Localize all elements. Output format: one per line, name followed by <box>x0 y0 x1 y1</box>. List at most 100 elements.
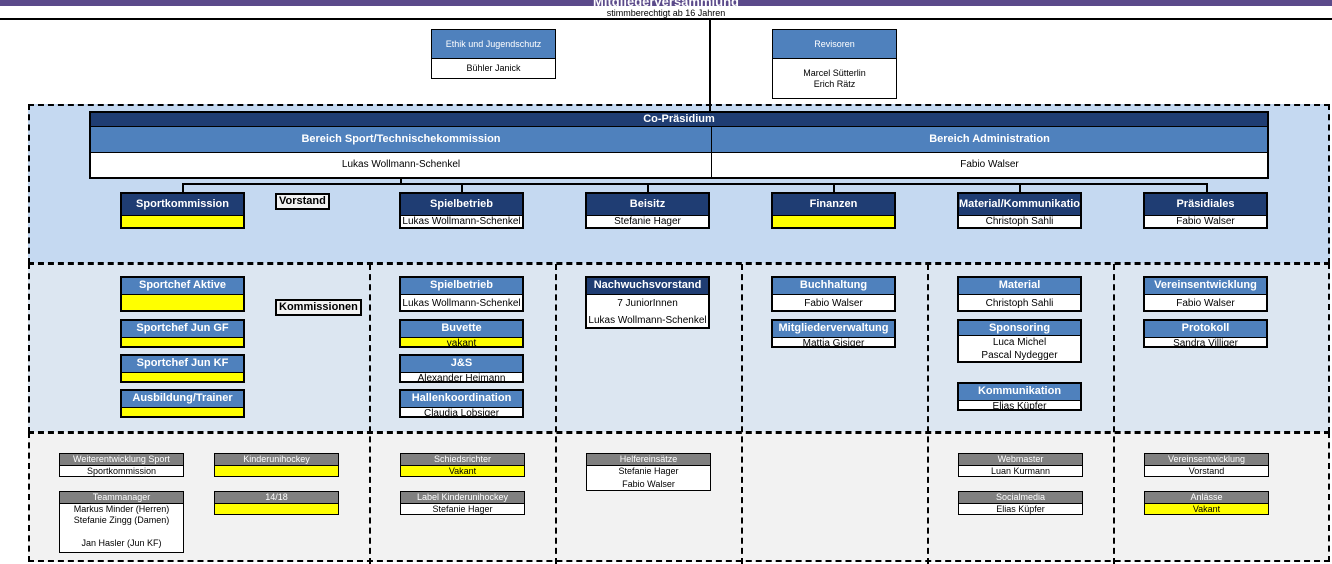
kommission-box: Protokoll Sandra Villiger <box>1143 319 1268 348</box>
gruppe-box: Helfereinsätze Stefanie Hager Fabio Wals… <box>586 453 711 491</box>
kommission-line <box>122 295 243 310</box>
gruppe-box: Kinderunihockey <box>214 453 339 477</box>
kommission-title: Nachwuchsvorstand <box>587 278 708 295</box>
vorstand-value: Lukas Wollmann-Schenkel <box>402 216 521 227</box>
gruppe-box: Socialmedia Elias Küpfer <box>958 491 1083 515</box>
kommission-line: Lukas Wollmann-Schenkel <box>588 315 707 327</box>
page-title: Mitgliederversammlung <box>593 0 739 9</box>
box-line: Erich Rätz <box>813 79 856 89</box>
kommission-title: Sponsoring <box>959 321 1080 337</box>
vorstand-box: Präsidiales Fabio Walser <box>1143 192 1268 229</box>
kommission-title: Buvette <box>401 321 522 338</box>
kommission-title: Sportchef Jun GF <box>122 321 243 338</box>
kommission-title: Ausbildung/Trainer <box>122 391 243 408</box>
vorstand-title: Sportkommission <box>122 194 243 216</box>
vorstand-value: Fabio Walser <box>1176 216 1235 227</box>
kommission-line: Mattia Gisiger <box>802 338 865 346</box>
box-title: Ethik und Jugendschutz <box>432 30 555 59</box>
connector-line <box>833 183 835 193</box>
gruppe-line <box>60 526 183 538</box>
kommission-line: Luca Michel <box>992 337 1047 349</box>
bereich-sport-title: Bereich Sport/Technischekommission <box>91 127 711 153</box>
connector-line <box>182 183 184 193</box>
ethik-jugendschutz-box: Ethik und Jugendschutz Bühler Janick <box>431 29 556 79</box>
kommission-line: Sandra Villiger <box>1173 338 1238 346</box>
gruppe-line: Fabio Walser <box>622 479 675 489</box>
kommission-line <box>122 338 243 346</box>
vorstand-title: Spielbetrieb <box>401 194 522 216</box>
kommission-title: Material <box>959 278 1080 295</box>
vorstand-box: Finanzen <box>771 192 896 229</box>
kommission-line: Christoph Sahli <box>985 298 1054 309</box>
gruppe-line: Stefanie Hager <box>618 466 679 476</box>
kommission-title: Sportchef Aktive <box>122 278 243 295</box>
kommission-title: Vereinsentwicklung <box>1145 278 1266 295</box>
vorstand-label: Vorstand <box>275 193 330 210</box>
kommission-line: Claudia Lobsiger <box>423 408 500 416</box>
kommission-line <box>122 408 243 416</box>
kommission-title: Kommunikation <box>959 384 1080 401</box>
gruppe-box: Webmaster Luan Kurmann <box>958 453 1083 477</box>
header-divider <box>0 18 1332 20</box>
connector-line <box>709 19 711 112</box>
kommission-box: Sportchef Jun GF <box>120 319 245 348</box>
box-line: Bühler Janick <box>466 63 521 73</box>
vorstand-title: Material/Kommunikation <box>959 194 1080 216</box>
connector-line <box>647 183 649 193</box>
header-bar <box>0 0 1332 6</box>
kommission-box: Material Christoph Sahli <box>957 276 1082 312</box>
kommission-line: Alexander Heimann <box>417 373 506 381</box>
vorstand-box: Beisitz Stefanie Hager <box>585 192 710 229</box>
kommission-line: vakant <box>401 338 522 346</box>
gruppe-line: Markus Minder (Herren) <box>73 504 170 514</box>
gruppe-title: Helfereinsätze <box>587 454 710 466</box>
gruppe-title: Kinderunihockey <box>215 454 338 466</box>
gruppe-box: Schiedsrichter Vakant <box>400 453 525 477</box>
gruppe-box: 14/18 <box>214 491 339 515</box>
vorstand-value <box>773 216 894 227</box>
kommission-title: J&S <box>401 356 522 373</box>
copraesidium-box: Co-Präsidium Bereich Sport/Technischekom… <box>89 111 1269 179</box>
connector-line <box>461 183 463 193</box>
gruppe-title: Label Kinderunihockey <box>401 492 524 504</box>
kommission-box: Sportchef Aktive <box>120 276 245 312</box>
kommissionen-label: Kommissionen <box>275 299 362 316</box>
vorstand-box: Sportkommission <box>120 192 245 229</box>
connector-line <box>1019 183 1021 193</box>
gruppe-line: Vakant <box>1145 504 1268 514</box>
kommission-box: Nachwuchsvorstand 7 JuniorInnen Lukas Wo… <box>585 276 710 329</box>
gruppe-line: Stefanie Hager <box>432 503 493 514</box>
gruppe-title: Schiedsrichter <box>401 454 524 466</box>
kommission-line: Fabio Walser <box>804 298 863 309</box>
kommission-box: Ausbildung/Trainer <box>120 389 245 418</box>
gruppe-line <box>215 504 338 514</box>
gruppe-line: Luan Kurmann <box>990 465 1051 476</box>
kommission-title: Hallenkoordination <box>401 391 522 408</box>
gruppe-box: Teammanager Markus Minder (Herren) Stefa… <box>59 491 184 553</box>
kommission-line: Lukas Wollmann-Schenkel <box>402 298 521 309</box>
gruppe-title: Teammanager <box>60 492 183 504</box>
connector-line <box>1206 183 1208 193</box>
kommission-line: Elias Küpfer <box>992 401 1047 409</box>
kommission-box: Buvette vakant <box>399 319 524 348</box>
kommission-line: Fabio Walser <box>1176 298 1235 309</box>
bereich-admin-title: Bereich Administration <box>712 127 1267 153</box>
gruppe-title: 14/18 <box>215 492 338 504</box>
gruppe-line: Sportkommission <box>86 465 157 476</box>
gruppe-box: Anlässe Vakant <box>1144 491 1269 515</box>
kommission-box: Buchhaltung Fabio Walser <box>771 276 896 312</box>
copraesidium-title: Co-Präsidium <box>91 113 1267 127</box>
gruppe-line: Elias Küpfer <box>996 503 1045 514</box>
kommission-line <box>122 373 243 381</box>
kommission-title: Protokoll <box>1145 321 1266 338</box>
gruppe-line: Stefanie Zingg (Damen) <box>73 515 170 525</box>
gruppe-box: Weiterentwicklung Sport Sportkommission <box>59 453 184 477</box>
column-divider <box>741 264 743 564</box>
gruppe-line: Vakant <box>401 466 524 476</box>
bereich-admin-person: Fabio Walser <box>960 159 1019 170</box>
kommission-title: Mitgliederverwaltung <box>773 321 894 338</box>
column-divider <box>1113 264 1115 564</box>
gruppe-line: Vorstand <box>1188 465 1225 476</box>
connector-line <box>400 177 402 184</box>
column-divider <box>927 264 929 564</box>
